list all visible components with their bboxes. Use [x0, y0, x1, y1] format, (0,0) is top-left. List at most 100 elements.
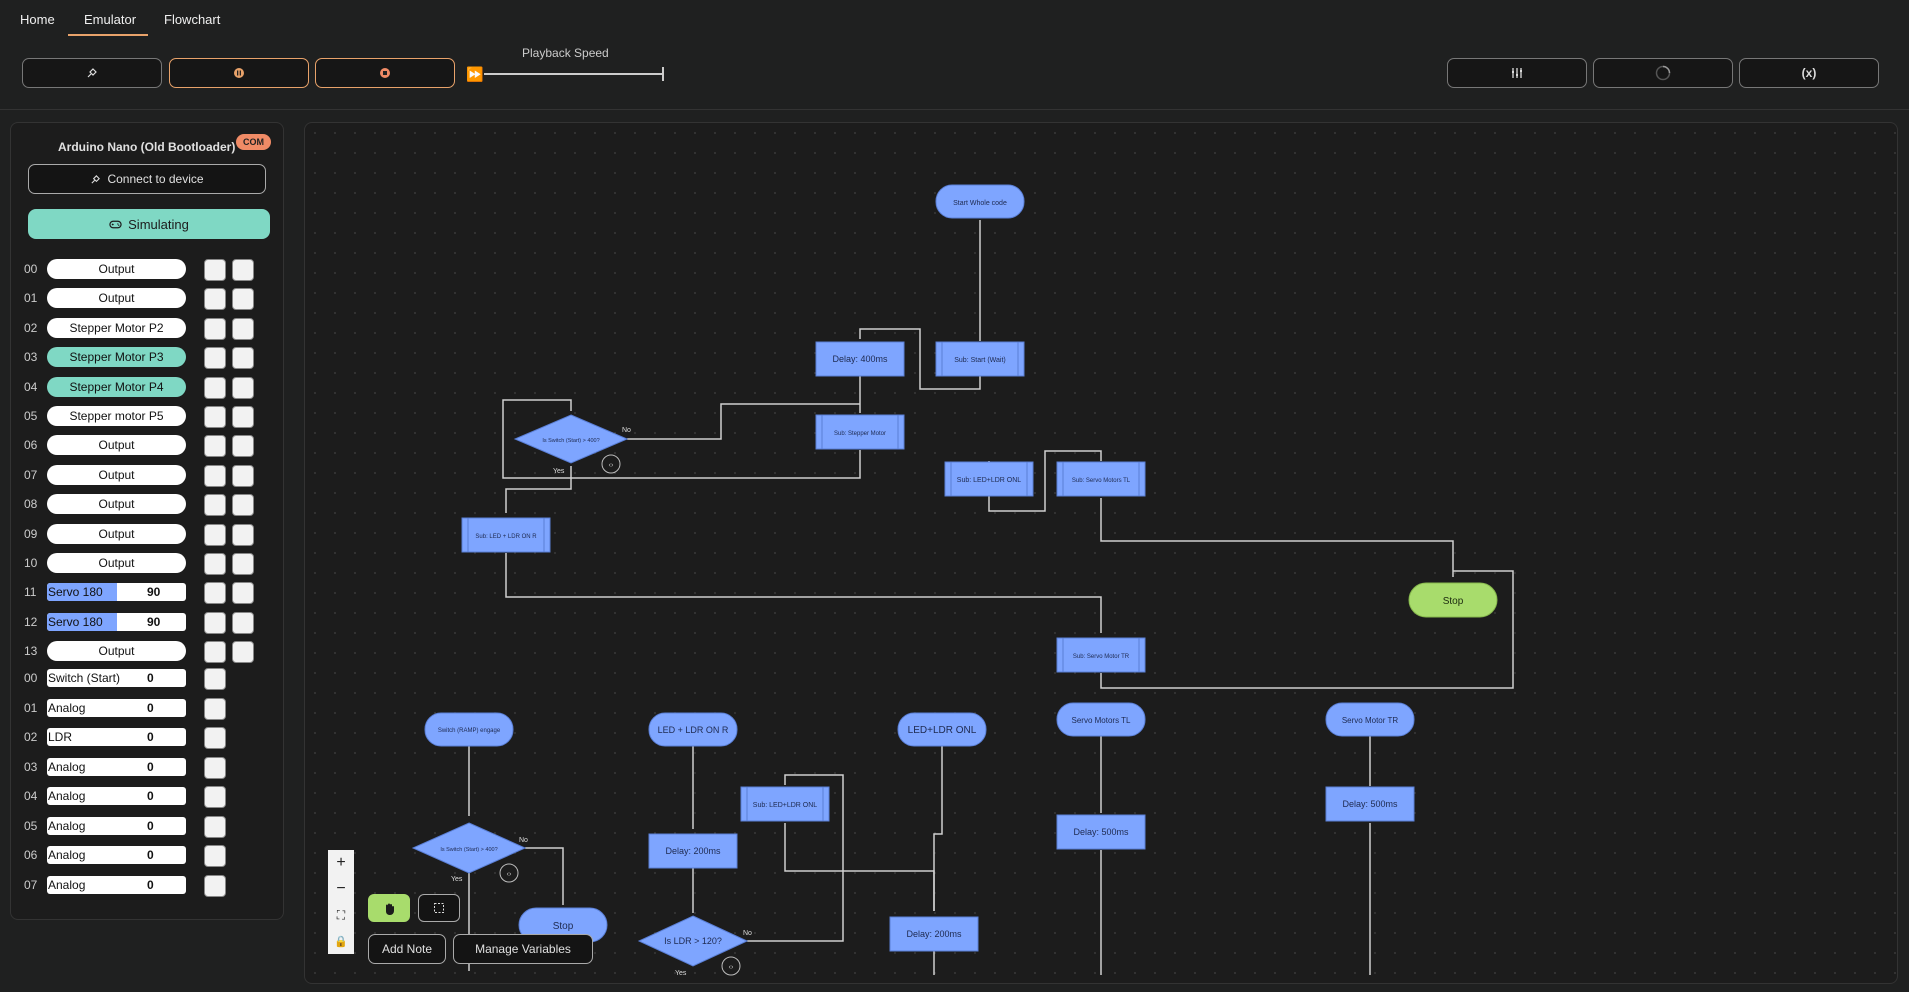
variables-button[interactable]: (x)	[1739, 58, 1879, 88]
connect-to-device-button[interactable]: Connect to device	[28, 164, 266, 194]
pin-mode-select[interactable]: Stepper Motor P2	[47, 317, 186, 338]
select-tool-button[interactable]	[418, 894, 460, 922]
connect-label: Connect to device	[107, 172, 204, 186]
pin-toggle-a[interactable]	[204, 435, 226, 458]
pin-toggle-a[interactable]	[204, 347, 226, 370]
pin-toggle-b[interactable]	[232, 553, 254, 575]
pin-toggle[interactable]	[204, 815, 226, 838]
node-delay-400-label: Delay: 400ms	[832, 354, 888, 364]
pin-toggle-a[interactable]	[204, 553, 226, 575]
simulating-button[interactable]: Simulating	[28, 209, 270, 239]
pin-toggle-b[interactable]	[232, 288, 254, 311]
node-delay-200b	[889, 916, 979, 952]
lock-button[interactable]: 🔒	[328, 928, 354, 954]
pin-number: 01	[24, 291, 38, 306]
pin-toggle-b[interactable]	[232, 259, 254, 281]
playback-speed-slider[interactable]	[484, 73, 664, 75]
pin-toggle-b[interactable]	[232, 406, 254, 428]
node-is-switch-1-label: Is Switch (Start) > 400?	[542, 438, 599, 444]
zoom-out-button[interactable]: −	[328, 876, 354, 902]
pin-toggle[interactable]	[204, 756, 226, 779]
pin-toggle-a[interactable]	[204, 523, 226, 546]
node-sub-led-ldr-onl-label: Sub: LED+LDR ONL	[957, 477, 1021, 484]
pause-button[interactable]	[169, 58, 309, 88]
pan-tool-button[interactable]	[368, 894, 410, 922]
pin-mode-select[interactable]: Output	[47, 494, 186, 515]
pin-mode-select[interactable]: Stepper Motor P3	[47, 347, 186, 368]
fit-view-button[interactable]: ⛶	[328, 902, 354, 928]
flowchart-canvas[interactable]: Start Whole code Sub: Start (Wait) Delay…	[304, 122, 1898, 984]
pin-toggle[interactable]	[204, 786, 226, 808]
pin-toggle-a[interactable]	[204, 406, 226, 428]
pin-toggle[interactable]	[204, 845, 226, 867]
pin-mode-select[interactable]: Output	[47, 259, 186, 279]
pin-toggle-b[interactable]	[232, 611, 254, 634]
node-sub-servo-tr-label: Sub: Servo Motor TR	[1073, 654, 1130, 660]
node-servo-tl	[1056, 702, 1146, 737]
tab-emulator[interactable]: Emulator	[68, 12, 148, 36]
loading-button[interactable]	[1593, 58, 1733, 88]
pin-value: 90	[147, 585, 161, 600]
pin-mode-select[interactable]: Output	[47, 553, 186, 573]
pin-mode-select[interactable]: Output	[47, 464, 186, 485]
analog-input[interactable]: Switch (Start)0	[47, 669, 186, 687]
pin-toggle-b[interactable]	[232, 641, 254, 664]
node-servo-tr	[1325, 702, 1415, 737]
pin-mode-select[interactable]: Stepper Motor P4	[47, 376, 186, 397]
pin-toggle-b[interactable]	[232, 523, 254, 546]
pin-toggle-b[interactable]	[232, 347, 254, 370]
playback-speed-handle[interactable]	[662, 67, 664, 81]
pin-toggle-b[interactable]	[232, 582, 254, 605]
zoom-in-button[interactable]: +	[328, 850, 354, 876]
pin-toggle-a[interactable]	[204, 494, 226, 517]
pin-toggle-b[interactable]	[232, 494, 254, 517]
node-sub-servo-tl	[1056, 461, 1146, 497]
pin-mode-select[interactable]: Output	[47, 435, 186, 456]
pin-toggle-a[interactable]	[204, 611, 226, 634]
pin-toggle[interactable]	[204, 727, 226, 749]
pin-mode-select[interactable]: Output	[47, 288, 186, 309]
pin-toggle-a[interactable]	[204, 317, 226, 340]
node-is-switch-2	[411, 822, 527, 874]
pin-mode-select[interactable]: Output	[47, 641, 186, 662]
pin-mode-select[interactable]: Stepper motor P5	[47, 406, 186, 426]
manage-variables-button[interactable]: Manage Variables	[453, 934, 593, 964]
pin-toggle-a[interactable]	[204, 376, 226, 399]
pin-toggle-b[interactable]	[232, 317, 254, 340]
add-note-button[interactable]: Add Note	[368, 934, 446, 964]
com-badge[interactable]: COM	[236, 134, 271, 150]
tab-flowchart[interactable]: Flowchart	[164, 12, 221, 27]
pin-value: 0	[147, 877, 154, 892]
node-delay-400	[815, 341, 905, 377]
pin-toggle-b[interactable]	[232, 464, 254, 487]
pin-toggle-b[interactable]	[232, 435, 254, 458]
pin-toggle[interactable]	[204, 668, 226, 690]
pause-icon	[234, 68, 244, 78]
pin-mode-select[interactable]: Output	[47, 523, 186, 544]
pin-toggle[interactable]	[204, 697, 226, 720]
pin-toggle-b[interactable]	[232, 376, 254, 399]
pin-toggle-a[interactable]	[204, 288, 226, 311]
tab-home[interactable]: Home	[20, 12, 55, 27]
connect-plug-button[interactable]	[22, 58, 162, 88]
node-led-ldr-onl-label: LED+LDR ONL	[908, 725, 977, 736]
pin-toggle-a[interactable]	[204, 582, 226, 605]
io-settings-button[interactable]	[1447, 58, 1587, 88]
pin-toggle-a[interactable]	[204, 464, 226, 487]
pin-toggle[interactable]	[204, 874, 226, 897]
pin-toggle-a[interactable]	[204, 641, 226, 664]
pin-toggle-a[interactable]	[204, 259, 226, 281]
node-sub-start-wait-label: Sub: Start (Wait)	[954, 357, 1005, 364]
stop-button[interactable]	[315, 58, 455, 88]
